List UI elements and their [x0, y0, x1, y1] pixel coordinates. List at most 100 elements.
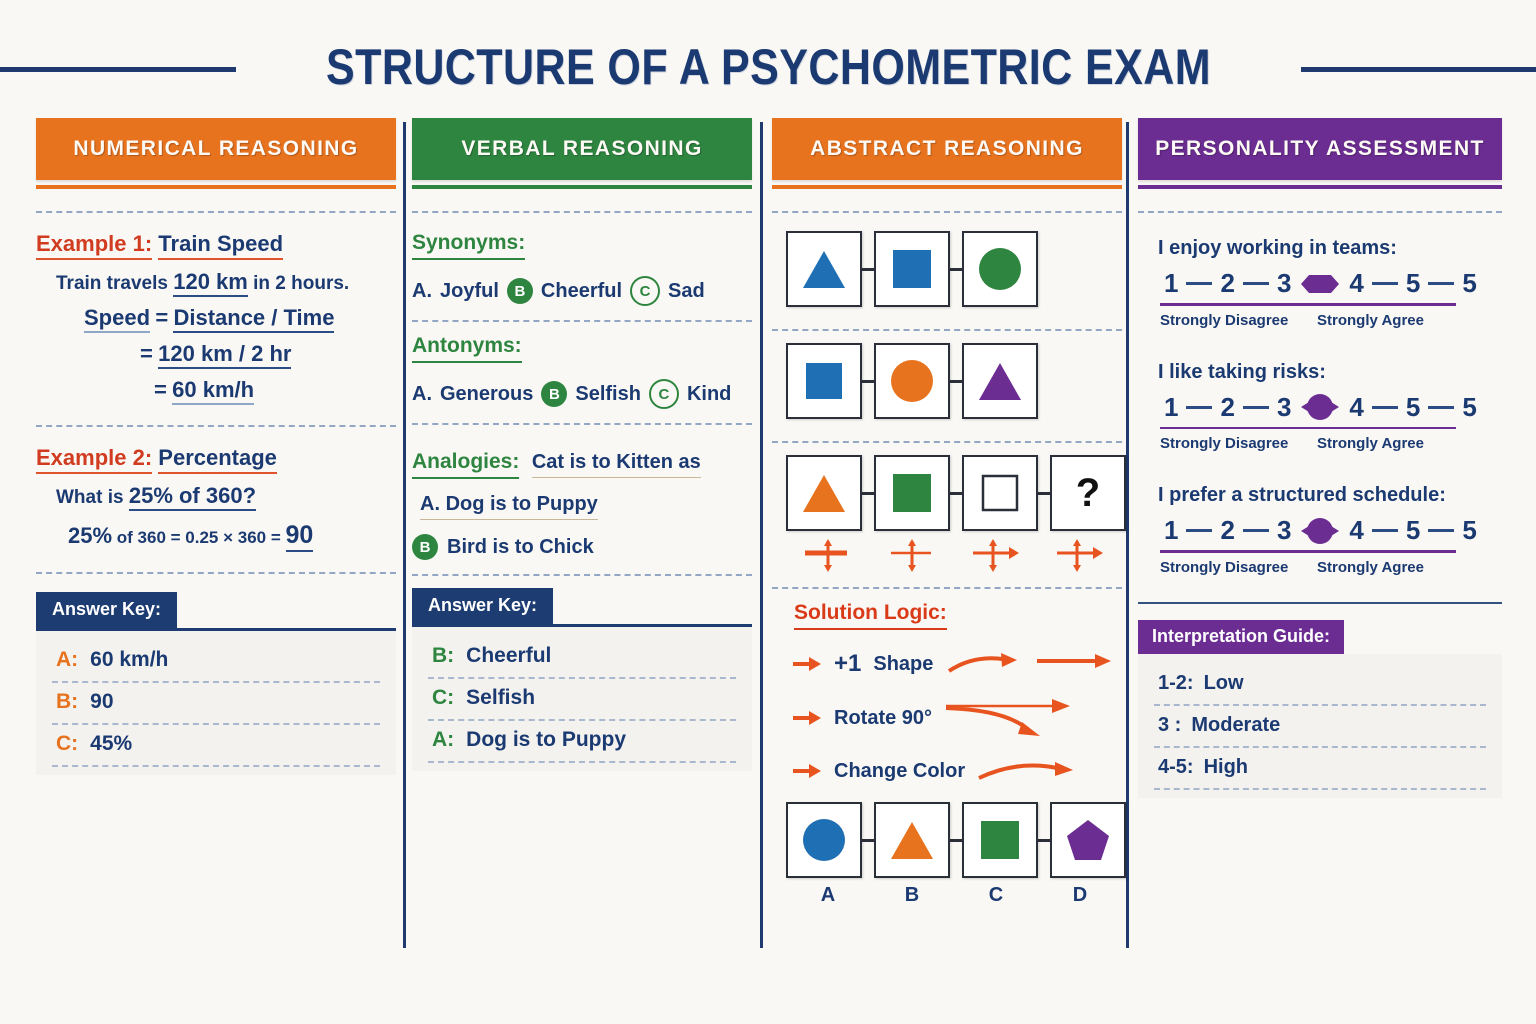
- scale-point-6[interactable]: 5: [1462, 515, 1477, 545]
- answer-option-c[interactable]: [962, 802, 1038, 878]
- square-icon: [893, 474, 931, 512]
- scale-rule: [1160, 426, 1456, 429]
- guide-value: High: [1203, 756, 1249, 778]
- likert-scale[interactable]: 1 2 3 4 5 5: [1164, 268, 1502, 299]
- answer-key-letter: A:: [432, 728, 455, 751]
- answer-key-body: A: 60 km/h B: 90 C: 45%: [36, 631, 396, 775]
- scale-point-6[interactable]: 5: [1462, 268, 1477, 298]
- scale-labels: Strongly Disagree Strongly Agree: [1160, 559, 1460, 576]
- answer-option-b[interactable]: [874, 802, 950, 878]
- example-2-working: 25% of 360 = 0.25 × 360 = 90: [68, 521, 396, 552]
- premise-suffix: in 2 hours.: [253, 273, 350, 294]
- marker-slot: [1038, 539, 1122, 573]
- option-badge-b[interactable]: B: [506, 278, 533, 304]
- connector: [862, 267, 874, 271]
- example-2-heading: Example 2: Percentage: [36, 445, 396, 474]
- sequence-cell-unknown[interactable]: ?: [1050, 455, 1126, 531]
- guide-range: 4-5:: [1158, 756, 1194, 778]
- option-text-b[interactable]: Cheerful: [540, 279, 623, 302]
- option-badge-c[interactable]: C: [648, 379, 679, 409]
- option-text-c[interactable]: Sad: [668, 279, 705, 302]
- option-badge-c[interactable]: C: [630, 276, 661, 306]
- answer-key-title: Answer Key:: [36, 592, 178, 628]
- guide-row: 3 : Moderate: [1154, 706, 1486, 748]
- cross-arrow-icon: [891, 539, 931, 572]
- connector: [950, 491, 962, 495]
- divider-dashed: [1138, 211, 1502, 213]
- guide-range: 1-2:: [1158, 672, 1194, 694]
- divider-dashed: [412, 211, 752, 213]
- column-numerical-reasoning: NUMERICAL REASONING Example 1: Train Spe…: [36, 118, 396, 775]
- example-1-label: Example 1:: [36, 231, 153, 260]
- equation-equals-3: =: [154, 377, 167, 402]
- answer-key-value: Cheerful: [466, 644, 552, 667]
- working-middle: of 360 = 0.25 × 360 =: [116, 528, 281, 547]
- connector: [862, 838, 874, 842]
- answer-key-value: 45%: [90, 732, 133, 755]
- divider-dashed: [772, 441, 1122, 443]
- scale-label-right: Strongly Agree: [1317, 558, 1424, 576]
- answer-key-letter: C:: [56, 732, 79, 755]
- likert-scale[interactable]: 1 2 3 4 5 5: [1164, 392, 1502, 423]
- option-mark-a[interactable]: A.: [412, 382, 432, 405]
- example-2-topic: Percentage: [158, 445, 277, 474]
- answer-key-row: B: Cheerful: [428, 637, 736, 679]
- question-prefix: What is: [56, 487, 124, 508]
- likert-question: I like taking risks:: [1158, 360, 1326, 383]
- scale-point-2[interactable]: 2: [1220, 268, 1235, 298]
- scale-point-6[interactable]: 5: [1462, 391, 1477, 422]
- scale-point-5[interactable]: 5: [1405, 268, 1421, 298]
- guide-value: Low: [1203, 672, 1244, 694]
- scale-point-4[interactable]: 4: [1349, 391, 1364, 422]
- answer-option-a[interactable]: [786, 802, 862, 878]
- scale-point-5[interactable]: 5: [1405, 515, 1421, 545]
- scale-dash: [1242, 405, 1269, 409]
- scale-point-3[interactable]: 3: [1276, 391, 1292, 422]
- analogy-option-a[interactable]: A. Dog is to Puppy: [420, 493, 752, 520]
- analogy-option-b[interactable]: B Bird is to Chick: [412, 534, 752, 560]
- option-text-a[interactable]: Generous: [440, 382, 534, 405]
- interpretation-guide-body: 1-2: Low 3 : Moderate 4-5: High: [1138, 654, 1502, 798]
- scale-point-3[interactable]: 3: [1276, 515, 1292, 545]
- scale-point-4[interactable]: 4: [1349, 515, 1364, 545]
- analogy-badge-b: B: [412, 534, 438, 560]
- connector: [950, 838, 962, 842]
- analogy-option-a-text: A. Dog is to Puppy: [420, 493, 598, 520]
- section-accent-personality: [1138, 185, 1502, 189]
- answer-key-row: C: 45%: [52, 725, 380, 767]
- option-text-c[interactable]: Kind: [686, 382, 732, 405]
- scale-point-1[interactable]: 1: [1164, 268, 1179, 298]
- option-text-b[interactable]: Selfish: [575, 382, 641, 405]
- square-icon: [806, 363, 842, 399]
- equation-equals-2: =: [140, 341, 153, 366]
- scale-point-2[interactable]: 2: [1220, 515, 1235, 545]
- scale-point-2[interactable]: 2: [1220, 391, 1235, 422]
- scale-dash: [1371, 529, 1398, 532]
- scale-point-5[interactable]: 5: [1405, 391, 1421, 422]
- example-1-equation-3: = 60 km/h: [154, 377, 396, 405]
- example-2-label: Example 2:: [36, 445, 153, 474]
- scale-point-1[interactable]: 1: [1164, 391, 1179, 422]
- interpretation-guide-title: Interpretation Guide:: [1138, 620, 1345, 654]
- transform-markers: [786, 539, 1122, 573]
- working-lead: 25%: [68, 523, 113, 548]
- triangle-icon: [979, 363, 1021, 400]
- square-icon: [981, 821, 1019, 859]
- option-text-a[interactable]: Joyful: [440, 279, 499, 302]
- analogy-text-a: Dog is to Puppy: [445, 493, 598, 515]
- divider-dashed: [36, 211, 396, 213]
- likert-question: I prefer a structured schedule:: [1158, 484, 1446, 506]
- option-badge-b[interactable]: B: [541, 381, 568, 407]
- likert-scale[interactable]: 1 2 3 4 5 5: [1164, 515, 1502, 546]
- answer-key-row: C: Selfish: [428, 679, 736, 721]
- guide-separator: [1138, 601, 1502, 604]
- section-accent-verbal: [412, 185, 752, 189]
- divider-dashed: [36, 572, 396, 574]
- scale-point-1[interactable]: 1: [1164, 515, 1179, 545]
- scale-point-3[interactable]: 3: [1276, 268, 1292, 298]
- option-mark-a[interactable]: A.: [412, 279, 432, 302]
- scale-point-4[interactable]: 4: [1349, 268, 1364, 298]
- answer-option-d[interactable]: [1050, 802, 1126, 878]
- question-mark-icon: ?: [1075, 471, 1101, 515]
